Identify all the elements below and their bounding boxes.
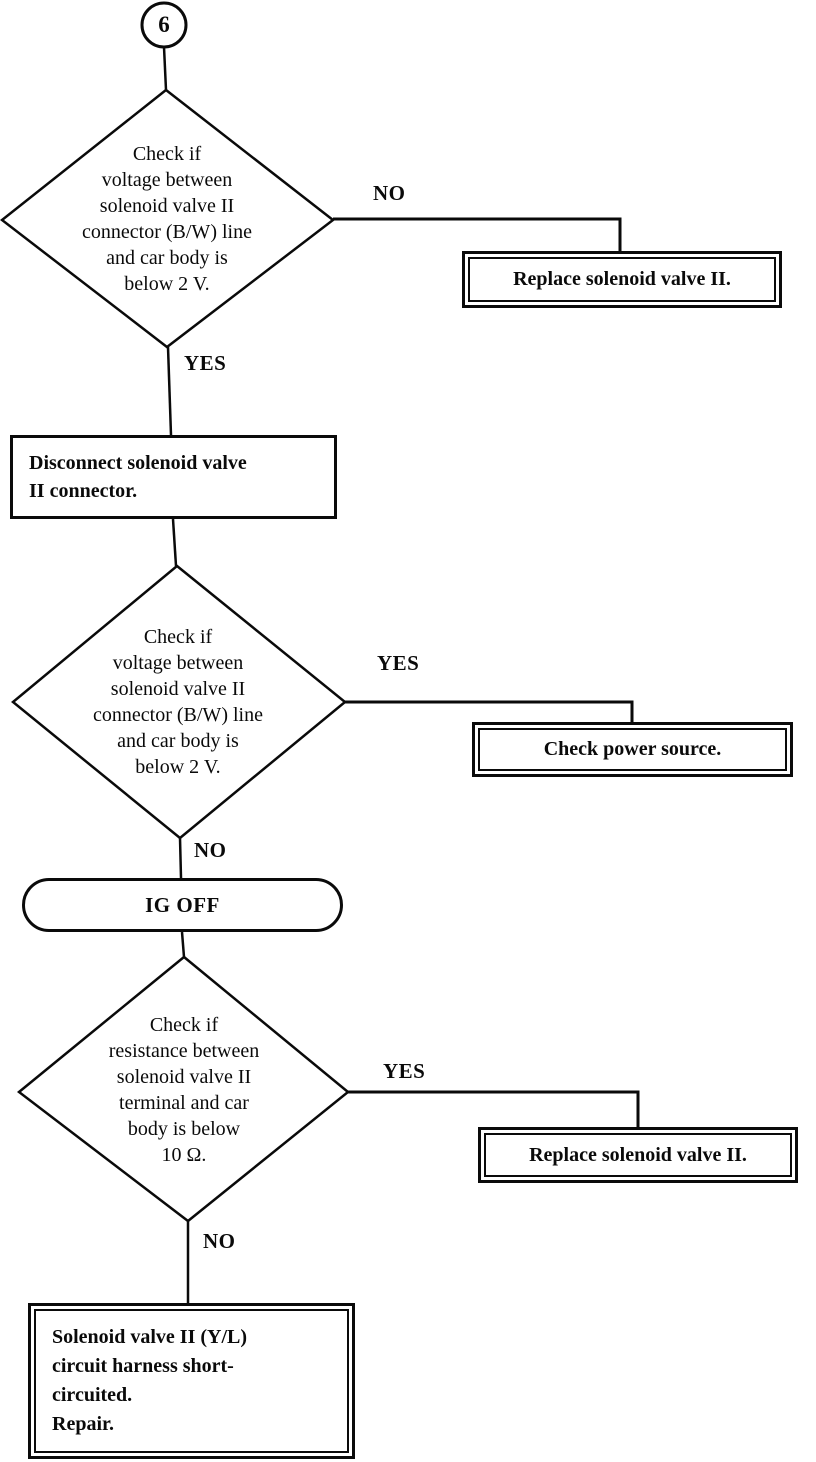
action-replace-solenoid-2-text: Replace solenoid valve II.: [484, 1133, 792, 1177]
action-check-power-text: Check power source.: [478, 728, 787, 771]
edge-decision-2-yes-line: [345, 700, 634, 723]
edge-decision-1-yes-line: [166, 346, 173, 436]
edge-connector-to-decision-1: [162, 46, 168, 91]
connector-6-label: 6: [158, 12, 170, 37]
edge-decision-1-no-line: [333, 217, 622, 252]
edge-label-decision-3-yes: YES: [383, 1059, 426, 1083]
action-check-power-box: Check power source.: [472, 722, 793, 777]
decision-3-text: Check if resistance between solenoid val…: [108, 1014, 260, 1166]
action-replace-solenoid-2-box: Replace solenoid valve II.: [478, 1127, 798, 1183]
edge-decision-2-no-line: [178, 837, 183, 879]
edge-decision-3-yes-line: [348, 1090, 640, 1128]
action-disconnect-box: Disconnect solenoid valve II connector.: [10, 435, 337, 519]
action-replace-solenoid-1-text: Replace solenoid valve II.: [468, 257, 776, 302]
decision-1-text: Check if voltage between solenoid valve …: [82, 143, 252, 295]
action-replace-solenoid-1-box: Replace solenoid valve II.: [462, 251, 782, 308]
decision-2-text: Check if voltage between solenoid valve …: [93, 626, 263, 778]
action-ig-off-node: IG OFF: [22, 878, 343, 932]
decision-1-shape: [0, 88, 336, 349]
edge-label-decision-2-yes: YES: [377, 651, 420, 675]
action-repair-text: Solenoid valve II (Y/L) circuit harness …: [34, 1309, 349, 1453]
edge-igoff-to-decision-3: [180, 931, 186, 958]
edge-disconnect-to-decision-2: [171, 518, 178, 567]
edge-label-decision-3-no: NO: [203, 1229, 236, 1253]
edge-label-decision-1-no: NO: [373, 181, 406, 205]
edge-label-decision-2-no: NO: [194, 838, 227, 862]
action-ig-off-text: IG OFF: [145, 892, 220, 917]
action-disconnect-text: Disconnect solenoid valve II connector.: [29, 452, 247, 502]
action-repair-box: Solenoid valve II (Y/L) circuit harness …: [28, 1303, 355, 1459]
edge-label-decision-1-yes: YES: [184, 351, 227, 375]
